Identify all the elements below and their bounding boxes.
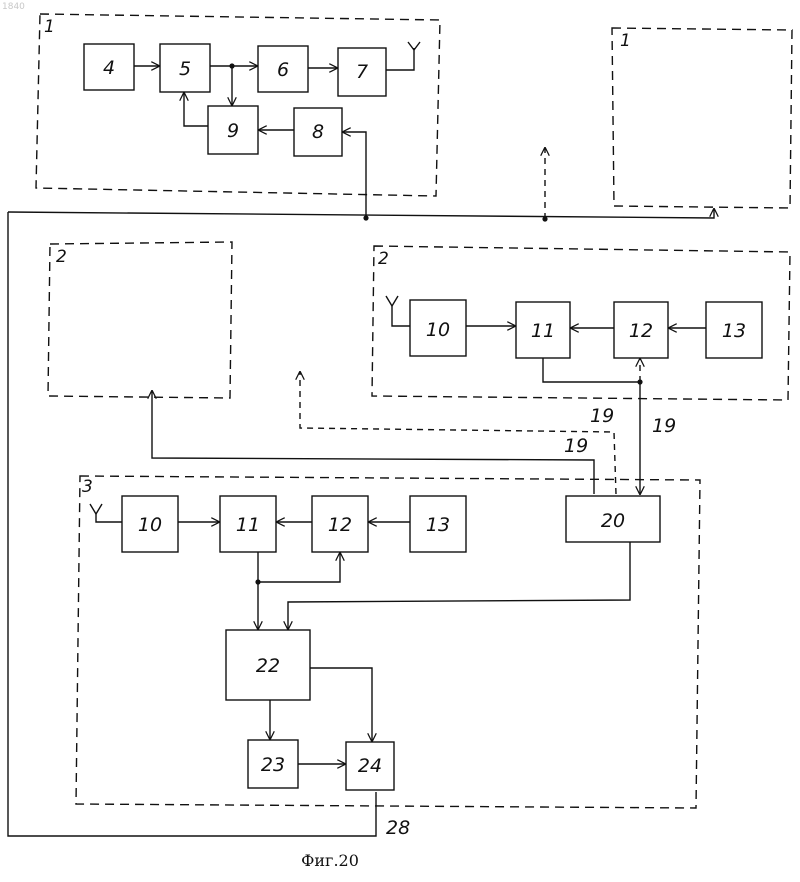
svg-text:11: 11 bbox=[531, 320, 555, 342]
block-4: 4 bbox=[84, 44, 134, 90]
block-12-top: 12 bbox=[614, 302, 668, 358]
block-11-top: 11 bbox=[516, 302, 570, 358]
block-11-bottom: 11 bbox=[220, 496, 276, 552]
line-28-label: 28 bbox=[386, 817, 410, 839]
group-1-right-frame bbox=[612, 28, 792, 208]
svg-text:7: 7 bbox=[356, 61, 368, 83]
svg-text:5: 5 bbox=[179, 58, 191, 80]
block-22: 22 bbox=[226, 630, 310, 700]
svg-text:4: 4 bbox=[103, 57, 115, 79]
bus-line-top bbox=[8, 148, 714, 836]
block-8: 8 bbox=[294, 108, 342, 156]
svg-text:11: 11 bbox=[236, 514, 260, 536]
group-1-frame bbox=[36, 14, 440, 196]
line-19-right-label: 19 bbox=[652, 415, 676, 437]
block-13-bottom: 13 bbox=[410, 496, 466, 552]
svg-text:8: 8 bbox=[312, 121, 324, 143]
svg-text:20: 20 bbox=[601, 510, 625, 532]
group-1-label: 1 bbox=[44, 17, 55, 37]
group-2-left-frame bbox=[48, 242, 232, 398]
antenna-icon bbox=[386, 296, 398, 306]
svg-text:22: 22 bbox=[256, 655, 280, 677]
svg-text:9: 9 bbox=[227, 120, 239, 142]
corner-mark: 1840 bbox=[2, 2, 25, 12]
svg-text:12: 12 bbox=[328, 514, 352, 536]
block-12-bottom: 12 bbox=[312, 496, 368, 552]
group-2-left-label: 2 bbox=[56, 247, 67, 267]
block-5: 5 bbox=[160, 44, 210, 92]
block-23: 23 bbox=[248, 740, 298, 788]
block-13-top: 13 bbox=[706, 302, 762, 358]
figure-caption: Фиг.20 bbox=[301, 851, 359, 870]
block-10-bottom: 10 bbox=[122, 496, 178, 552]
group-2-right-label: 2 bbox=[378, 249, 389, 269]
svg-text:13: 13 bbox=[426, 514, 450, 536]
svg-text:10: 10 bbox=[138, 514, 162, 536]
antenna-icon bbox=[90, 504, 102, 514]
dashed-link-19 bbox=[300, 372, 616, 494]
svg-text:6: 6 bbox=[277, 59, 289, 81]
svg-text:10: 10 bbox=[426, 319, 450, 341]
block-24: 24 bbox=[346, 742, 394, 790]
svg-text:12: 12 bbox=[629, 320, 653, 342]
group-1-right-label: 1 bbox=[620, 31, 631, 51]
svg-text:24: 24 bbox=[358, 755, 382, 777]
block-9: 9 bbox=[208, 106, 258, 154]
block-7: 7 bbox=[338, 48, 386, 96]
block-20: 20 bbox=[566, 496, 660, 542]
block-10-top: 10 bbox=[410, 300, 466, 356]
svg-text:23: 23 bbox=[261, 754, 285, 776]
line-19-left-label: 19 bbox=[564, 435, 588, 457]
svg-text:13: 13 bbox=[722, 320, 746, 342]
group-3-label: 3 bbox=[82, 477, 93, 497]
block-6: 6 bbox=[258, 46, 308, 92]
line-19-mid-label: 19 bbox=[590, 405, 614, 427]
